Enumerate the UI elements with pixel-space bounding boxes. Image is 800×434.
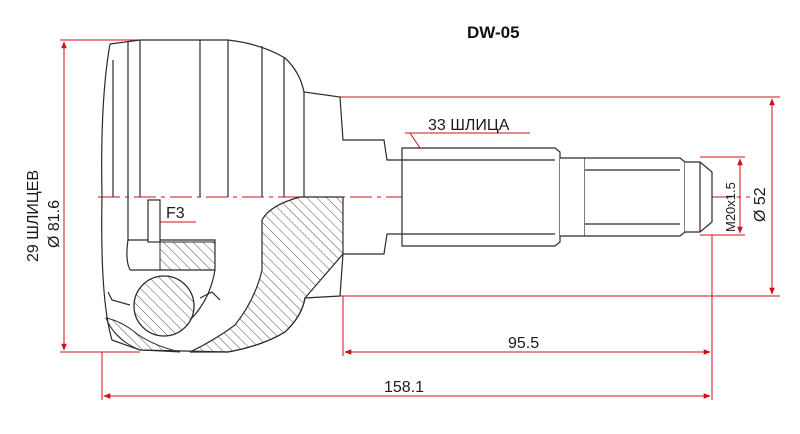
thread-label: M20x1.5 xyxy=(723,182,738,232)
housing-wall-hatch xyxy=(105,317,181,353)
section-mark: F3 xyxy=(166,205,185,222)
inner-splines-label: 29 ШЛИЦЕВ xyxy=(25,170,42,262)
dimension-lines xyxy=(60,39,780,400)
splined-shaft xyxy=(401,147,713,247)
section-hatch xyxy=(189,196,344,353)
ball xyxy=(133,275,195,337)
outer-diameter-label: Ø 81.6 xyxy=(46,200,63,248)
shaft-length-label: 95.5 xyxy=(508,335,539,352)
race-hatch xyxy=(159,241,216,271)
total-length-label: 158.1 xyxy=(384,379,424,396)
seal-diameter-label: Ø 52 xyxy=(752,187,769,222)
outer-splines-label: 33 ШЛИЦА xyxy=(428,117,510,134)
part-number: DW-05 xyxy=(467,23,520,42)
